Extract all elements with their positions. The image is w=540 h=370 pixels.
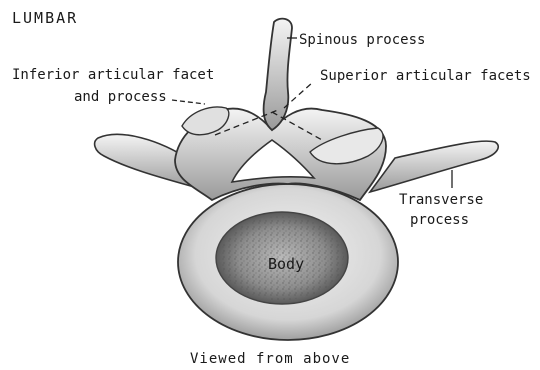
leader-inferior-articular [172,100,205,104]
label-inferior-articular-line2: and process [74,90,167,104]
label-superior-articular-facets: Superior articular facets [320,69,531,83]
label-inferior-articular-line1: Inferior articular facet [12,68,214,82]
figure-title: LUMBAR [12,11,78,26]
label-transverse-line1: Transverse [399,193,483,207]
label-body: Body [268,257,304,272]
label-transverse-line2: process [410,213,469,227]
label-spinous-process: Spinous process [299,33,425,47]
spinous-process [264,19,292,130]
right-transverse-process [370,141,498,192]
figure-caption: Viewed from above [190,352,350,366]
